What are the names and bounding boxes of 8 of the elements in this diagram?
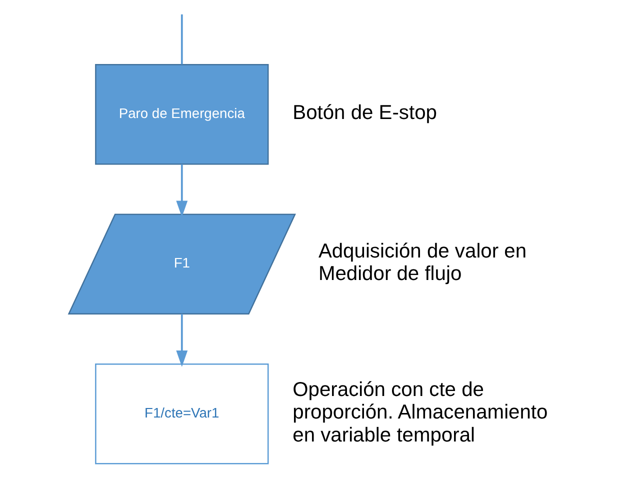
- node-box: Paro de Emergencia: [94, 64, 268, 165]
- node-label: Adquisición de valor en Medidor de flujo: [318, 240, 526, 286]
- arrow: [176, 314, 188, 367]
- arrow: [176, 164, 188, 218]
- node-label: Botón de E-stop: [292, 102, 436, 124]
- node-box: F1/cte=Var1: [94, 364, 268, 464]
- node-label: Operación con cte de proporción. Almacenamiento en variable temporal: [292, 379, 548, 446]
- connector: [180, 14, 182, 64]
